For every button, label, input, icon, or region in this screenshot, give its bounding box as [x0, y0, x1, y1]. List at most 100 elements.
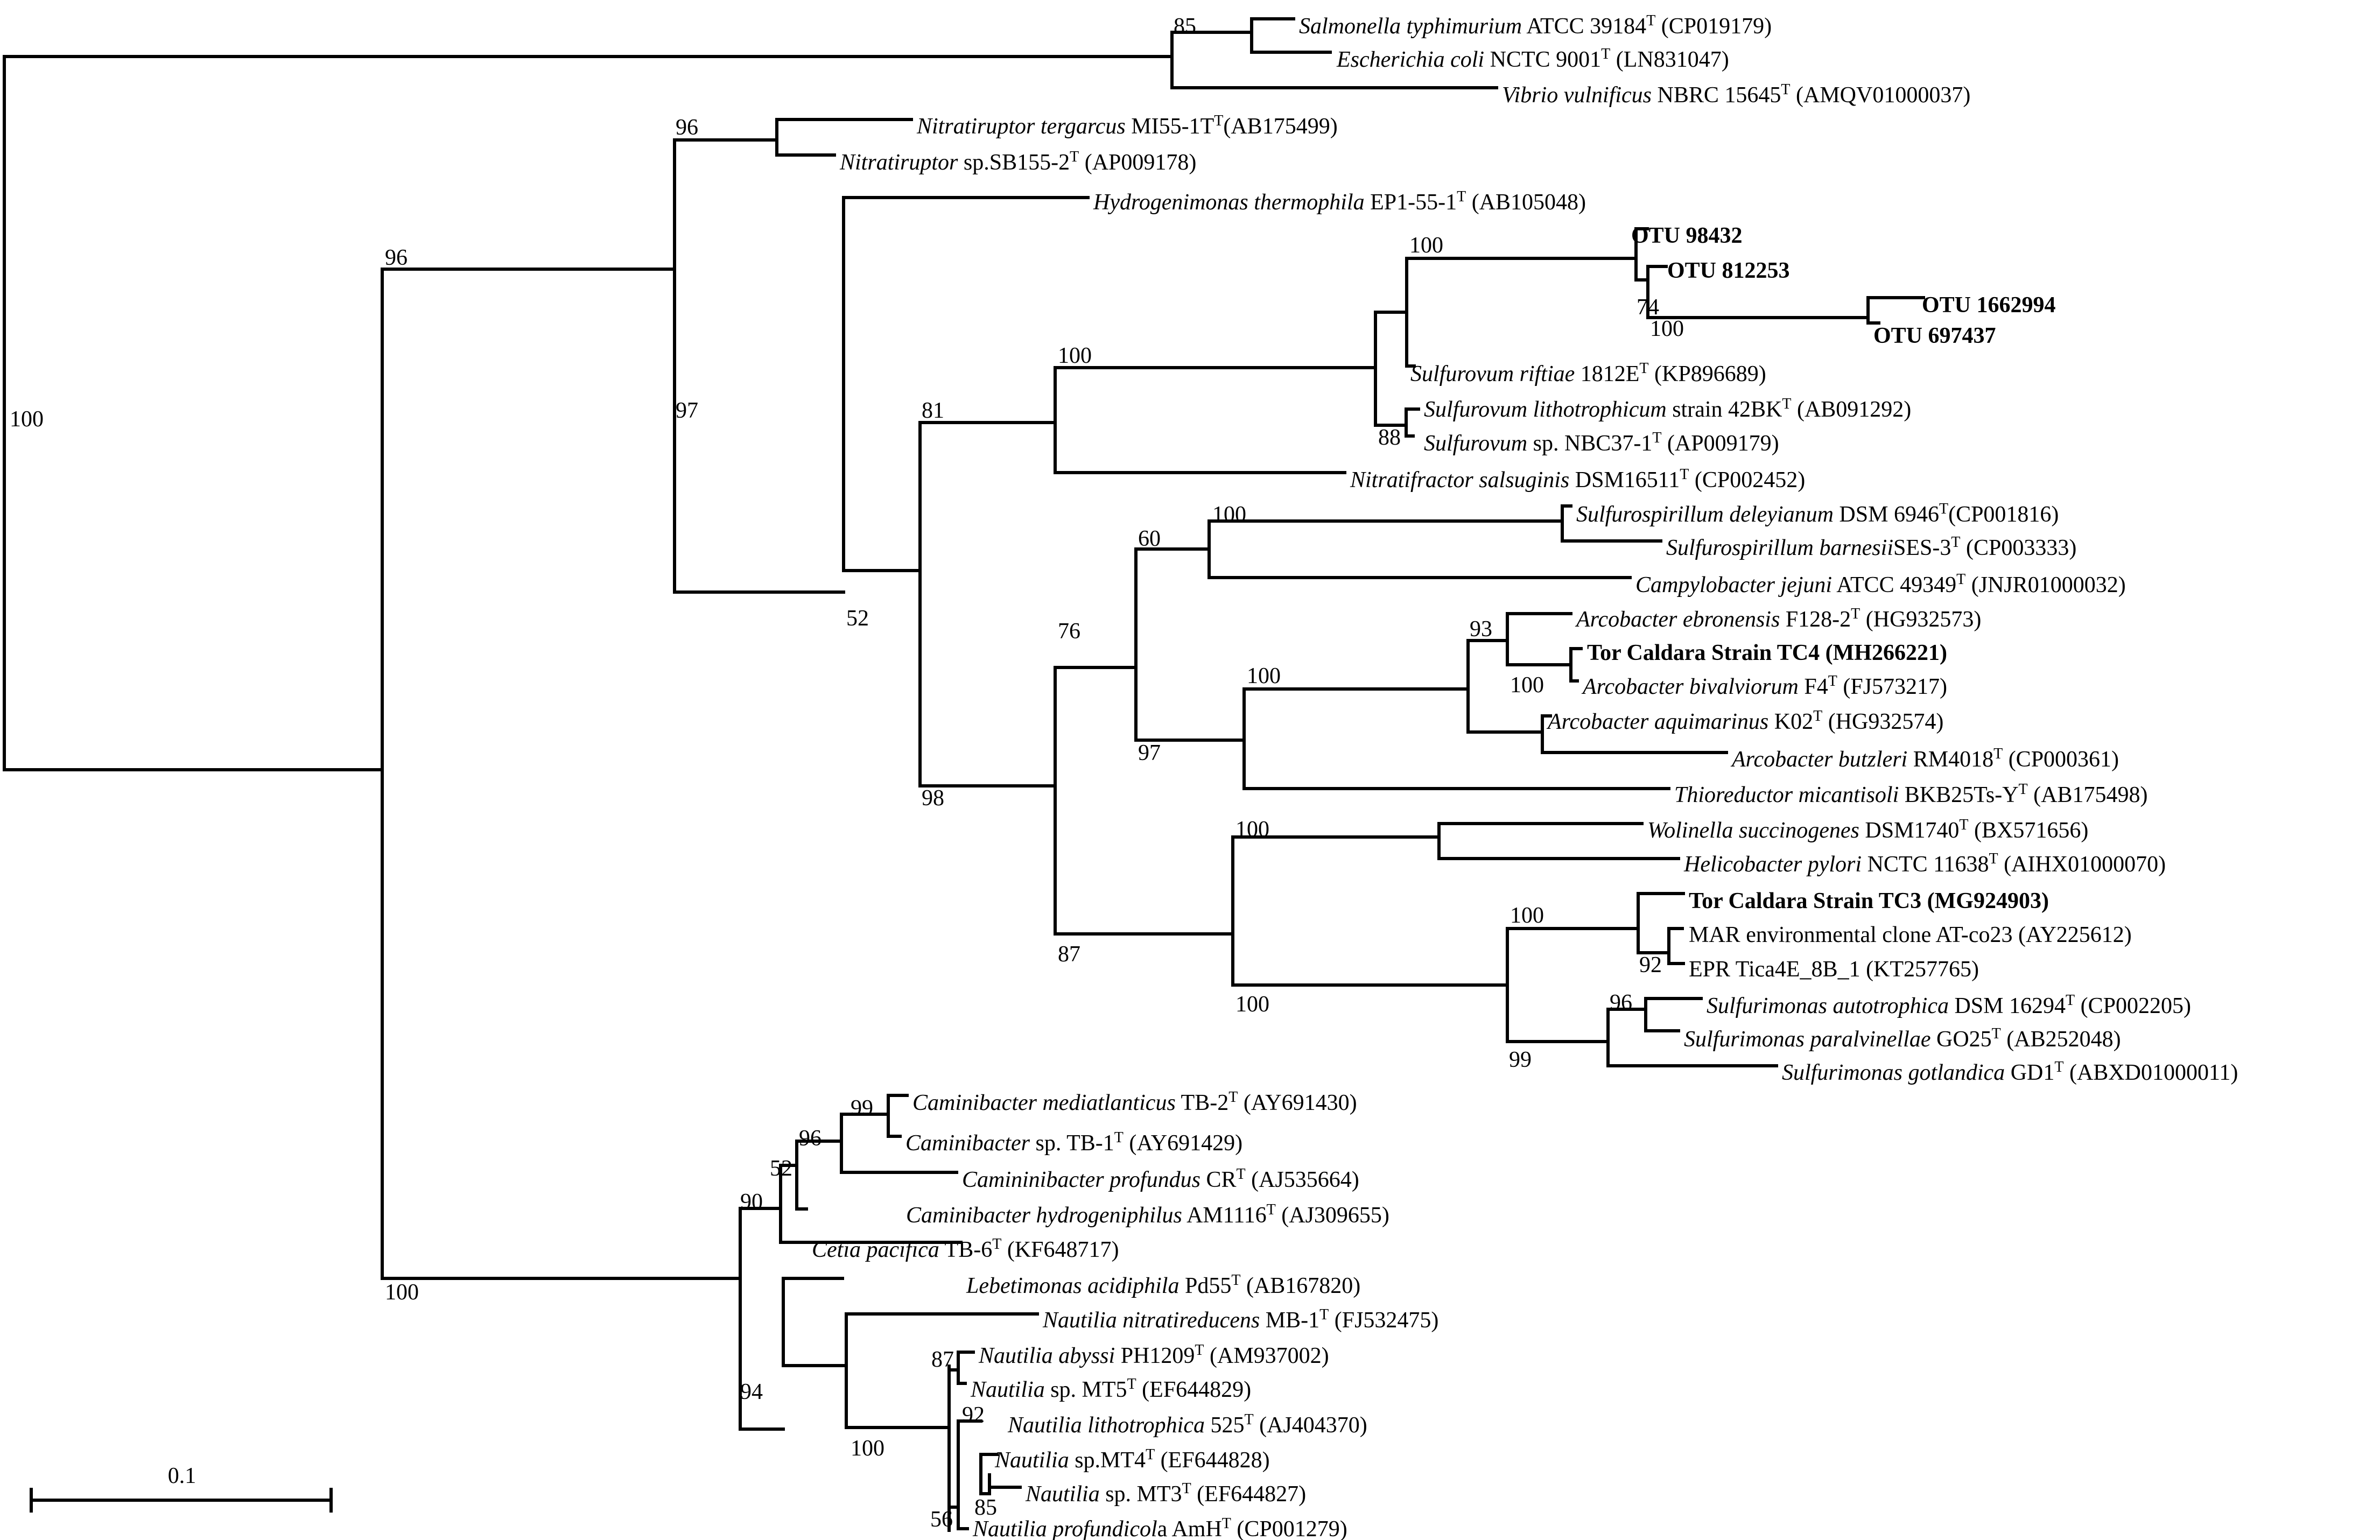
taxon-label-part: Camininibacter profundus: [962, 1168, 1200, 1192]
bootstrap-value-b_naut87: 87: [931, 1347, 954, 1372]
bootstrap-value-b_root: 100: [10, 407, 44, 432]
taxon-label-part: Sulfurospirillum deleyianum: [1576, 502, 1834, 527]
type-strain-marker: T: [1222, 1515, 1231, 1532]
taxon-label-part: Arcobacter butzleri: [1730, 747, 1907, 772]
taxon-label-part: Campylobacter jejuni: [1635, 573, 1832, 597]
bootstrap-value-b_naut100b: 100: [851, 1436, 884, 1461]
type-strain-marker: T: [1182, 1480, 1191, 1497]
type-strain-marker: T: [1146, 1446, 1155, 1463]
taxon-label-part: DSM16511: [1569, 468, 1680, 493]
type-strain-marker: T: [1646, 12, 1655, 29]
taxon-label-part: (CP002452): [1689, 468, 1805, 493]
taxon-label-part: Caminibacter hydrogeniphilus: [906, 1203, 1182, 1228]
taxon-labels: Salmonella typhimurium ATCC 39184T (CP01…: [812, 12, 2238, 1540]
bootstrap-value-b_sulfurosp: 100: [1212, 502, 1246, 527]
taxon-label-part: (AB091292): [1791, 397, 1911, 422]
taxon-label-part: sp.SB155-2: [958, 150, 1070, 175]
taxon-label-part: OTU 98432: [1631, 223, 1743, 248]
taxon-label-part: sp. MT3: [1100, 1482, 1182, 1507]
taxon-label-nmt3: Nautilia sp. MT3T (EF644827): [1025, 1480, 1306, 1507]
taxon-label-part: Nautilia: [1025, 1482, 1100, 1507]
taxon-label-part: MAR environmental clone AT-co23 (AY22561…: [1689, 923, 2132, 947]
taxon-label-part: (EF644828): [1155, 1448, 1270, 1473]
taxon-label-part: 525: [1205, 1413, 1245, 1438]
taxon-label-part: CR: [1200, 1168, 1237, 1192]
taxon-label-part: DSM 16294: [1949, 994, 2066, 1018]
taxon-label-nlit: Nautilia lithotrophica 525T (AJ404370): [1007, 1411, 1367, 1438]
type-strain-marker: T: [2054, 1059, 2063, 1075]
taxon-label-abut: Arcobacter butzleri RM4018T (CP000361): [1730, 746, 2119, 772]
taxon-label-part: DSM 6946: [1834, 502, 1939, 527]
bootstrap-value-b_tc4: 100: [1510, 673, 1544, 698]
taxon-label-part: Caminibacter mediatlanticus: [912, 1091, 1176, 1115]
taxon-label-otu81: OTU 812253: [1667, 258, 1790, 283]
taxon-label-part: (AM937002): [1204, 1344, 1329, 1368]
bootstrap-value-b_n87: 87: [1058, 942, 1080, 967]
taxon-label-nmt5: Nautilia sp. MT5T (EF644829): [970, 1376, 1251, 1403]
taxon-label-slitho: Sulfurovum lithotrophicum strain 42BKT (…: [1424, 396, 1911, 423]
taxon-label-part: (EF644829): [1136, 1377, 1252, 1402]
type-strain-marker: T: [1813, 708, 1822, 725]
taxon-label-part: (AMQV01000037): [1791, 83, 1971, 108]
bootstrap-value-b_naut56: 56: [930, 1507, 953, 1532]
taxon-label-part: (AB175499): [1223, 114, 1337, 139]
type-strain-marker: T: [1214, 112, 1223, 129]
bootstrap-value-b_n76: 76: [1058, 619, 1080, 644]
taxon-label-part: ATCC 49349: [1832, 573, 1956, 597]
bootstrap-value-b_cam96: 96: [799, 1126, 822, 1151]
taxon-label-part: Caminibacter: [905, 1131, 1030, 1156]
type-strain-marker: T: [2019, 781, 2028, 798]
bootstrap-value-b_wolhel: 100: [1235, 817, 1269, 842]
taxon-label-part: F4: [1799, 674, 1828, 699]
taxon-label-part: (EF644827): [1191, 1482, 1307, 1507]
bootstrap-value-b_n99: 99: [1509, 1047, 1532, 1072]
type-strain-marker: T: [1680, 466, 1689, 483]
type-strain-marker: T: [1267, 1201, 1276, 1218]
type-strain-marker: T: [1601, 46, 1610, 62]
taxon-label-tc3: Tor Caldara Strain TC3 (MG924903): [1689, 889, 2049, 913]
taxon-label-part: (FJ573217): [1837, 674, 1947, 699]
taxon-label-part: SES-3: [1893, 536, 1951, 560]
taxon-label-sbar: Sulfurospirillum barnesiiSES-3T (CP00333…: [1666, 534, 2076, 561]
taxon-label-part: RM4018: [1907, 747, 1993, 772]
taxon-label-part: Nautilia: [994, 1448, 1069, 1473]
taxon-label-tc4: Tor Caldara Strain TC4 (MH266221): [1587, 641, 1947, 665]
taxon-label-part: (AP009179): [1661, 431, 1779, 456]
taxon-label-hydro: Hydrogenimonas thermophila EP1-55-1T (AB…: [1093, 188, 1586, 215]
type-strain-marker: T: [1782, 396, 1791, 412]
taxon-label-part: Helicobacter pylori: [1683, 852, 1862, 877]
bootstrap-value-b_n100c: 100: [1235, 992, 1269, 1017]
type-strain-marker: T: [1993, 746, 2003, 762]
type-strain-marker: T: [2066, 992, 2075, 1009]
taxon-label-part: (CP001816): [1948, 502, 2059, 527]
taxon-label-sgot: Sulfurimonas gotlandica GD1T (ABXD010000…: [1782, 1059, 2238, 1086]
taxon-label-part: (BX571656): [1969, 818, 2089, 843]
type-strain-marker: T: [1114, 1129, 1124, 1146]
taxon-label-spar: Sulfurimonas paralvinellae GO25T (AB2520…: [1684, 1025, 2121, 1052]
taxon-label-part: Hydrogenimonas thermophila: [1093, 190, 1365, 215]
taxon-label-nnit: Nautilia nitratireducens MB-1T (FJ532475…: [1042, 1306, 1438, 1333]
taxon-label-part: (AB105048): [1466, 190, 1586, 215]
scale-bar-label: 0.1: [168, 1464, 196, 1488]
taxon-label-part: Thioreductor micantisoli: [1674, 783, 1899, 807]
taxon-label-abiv: Arcobacter bivalviorum F4T (FJ573217): [1581, 673, 1947, 700]
type-strain-marker: T: [1236, 1166, 1245, 1183]
taxon-label-epr: EPR Tica4E_8B_1 (KT257765): [1689, 957, 1979, 982]
taxon-label-vibrio: Vibrio vulnificus NBRC 15645T (AMQV01000…: [1502, 81, 1970, 108]
taxon-label-part: Nitratiruptor: [839, 150, 958, 175]
taxon-label-part: Nautilia abyssi: [978, 1344, 1115, 1368]
taxon-label-thio: Thioreductor micantisoli BKB25Ts-YT (AB1…: [1674, 781, 2147, 808]
type-strain-marker: T: [1989, 850, 1998, 867]
taxon-label-ecoli: Escherichia coli NCTC 9001T (LN831047): [1336, 46, 1729, 73]
taxon-label-part: (KF648717): [1001, 1237, 1119, 1262]
taxon-label-part: sp. TB-1: [1030, 1131, 1114, 1156]
taxon-label-nitratif: Nitratifractor salsuginis DSM16511T (CP0…: [1350, 466, 1805, 493]
taxon-label-cjej: Campylobacter jejuni ATCC 49349T (JNJR01…: [1635, 571, 2126, 598]
bootstrap-value-b_otu74: 74: [1637, 295, 1659, 320]
taxon-label-part: (JNJR01000032): [1965, 573, 2126, 597]
taxon-label-part: (AB167820): [1240, 1274, 1360, 1298]
taxon-label-part: (AY691430): [1238, 1091, 1357, 1115]
taxon-label-part: Cetia pacifica: [812, 1237, 939, 1262]
taxon-label-part: (AP009178): [1079, 150, 1196, 175]
bootstrap-value-b_otu100: 100: [1650, 317, 1684, 341]
